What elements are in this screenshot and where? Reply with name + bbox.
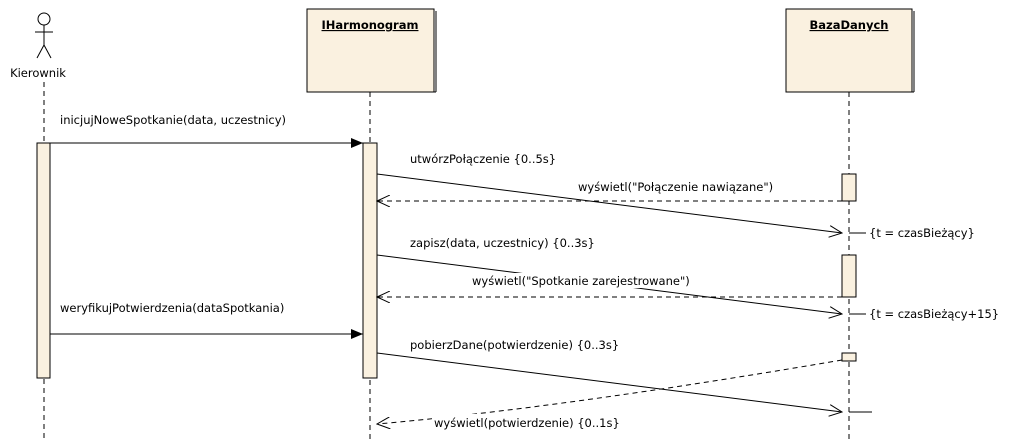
constraint-label: {t = czasBieżący+15}	[869, 307, 999, 321]
constraint-label: {t = czasBieżący}	[869, 226, 975, 240]
message-label: inicjujNoweSpotkanie(data, uczestnicy)	[60, 113, 286, 127]
object-name: BazaDanych	[810, 18, 889, 32]
message-label: utwórzPołączenie {0..5s}	[410, 152, 556, 166]
message-arrow[interactable]: utwórzPołączenie {0..5s}	[376, 152, 842, 233]
message-label: wyświetl("Połączenie nawiązane")	[578, 180, 773, 194]
actor-label: Kierownik	[10, 66, 66, 80]
actor-kierownik[interactable]: Kierownik	[10, 12, 66, 80]
label-background	[470, 273, 738, 288]
activation-bar	[841, 352, 857, 362]
message-label: pobierzDane(potwierdzenie) {0..3s}	[410, 338, 619, 352]
activation-bar	[36, 142, 51, 379]
message-label: wyświetl(potwierdzenie) {0..1s}	[434, 416, 620, 430]
activation-bar	[841, 254, 857, 298]
time-constraint: {t = czasBieżący+15}	[849, 307, 999, 321]
message-arrow[interactable]: inicjujNoweSpotkanie(data, uczestnicy)	[50, 113, 363, 148]
label-background	[432, 414, 648, 429]
object-name: IHarmonogram	[322, 18, 419, 32]
message-label: wyświetl("Spotkanie zarejestrowane")	[472, 274, 690, 288]
message-arrow[interactable]: pobierzDane(potwierdzenie) {0..3s}	[376, 338, 842, 412]
time-constraint: {t = czasBieżący}	[849, 226, 975, 240]
object-iharmonogram[interactable]: IHarmonogram	[306, 8, 437, 93]
stick-figure-icon	[35, 12, 53, 59]
return-message-arrow[interactable]: wyświetl("Spotkanie zarejestrowane")	[377, 273, 842, 297]
return-message-arrow[interactable]: wyświetl(potwierdzenie) {0..1s}	[377, 359, 843, 430]
message-label: zapisz(data, uczestnicy) {0..3s}	[410, 236, 595, 250]
activation-bar	[362, 142, 378, 379]
message-label: weryfikujPotwierdzenia(dataSpotkania)	[60, 301, 284, 315]
message-arrow[interactable]: weryfikujPotwierdzenia(dataSpotkania)	[50, 301, 363, 339]
object-bazadanych[interactable]: BazaDanych	[785, 8, 915, 93]
return-message-arrow[interactable]: wyświetl("Połączenie nawiązane")	[377, 180, 842, 201]
activation-bar	[841, 173, 857, 202]
